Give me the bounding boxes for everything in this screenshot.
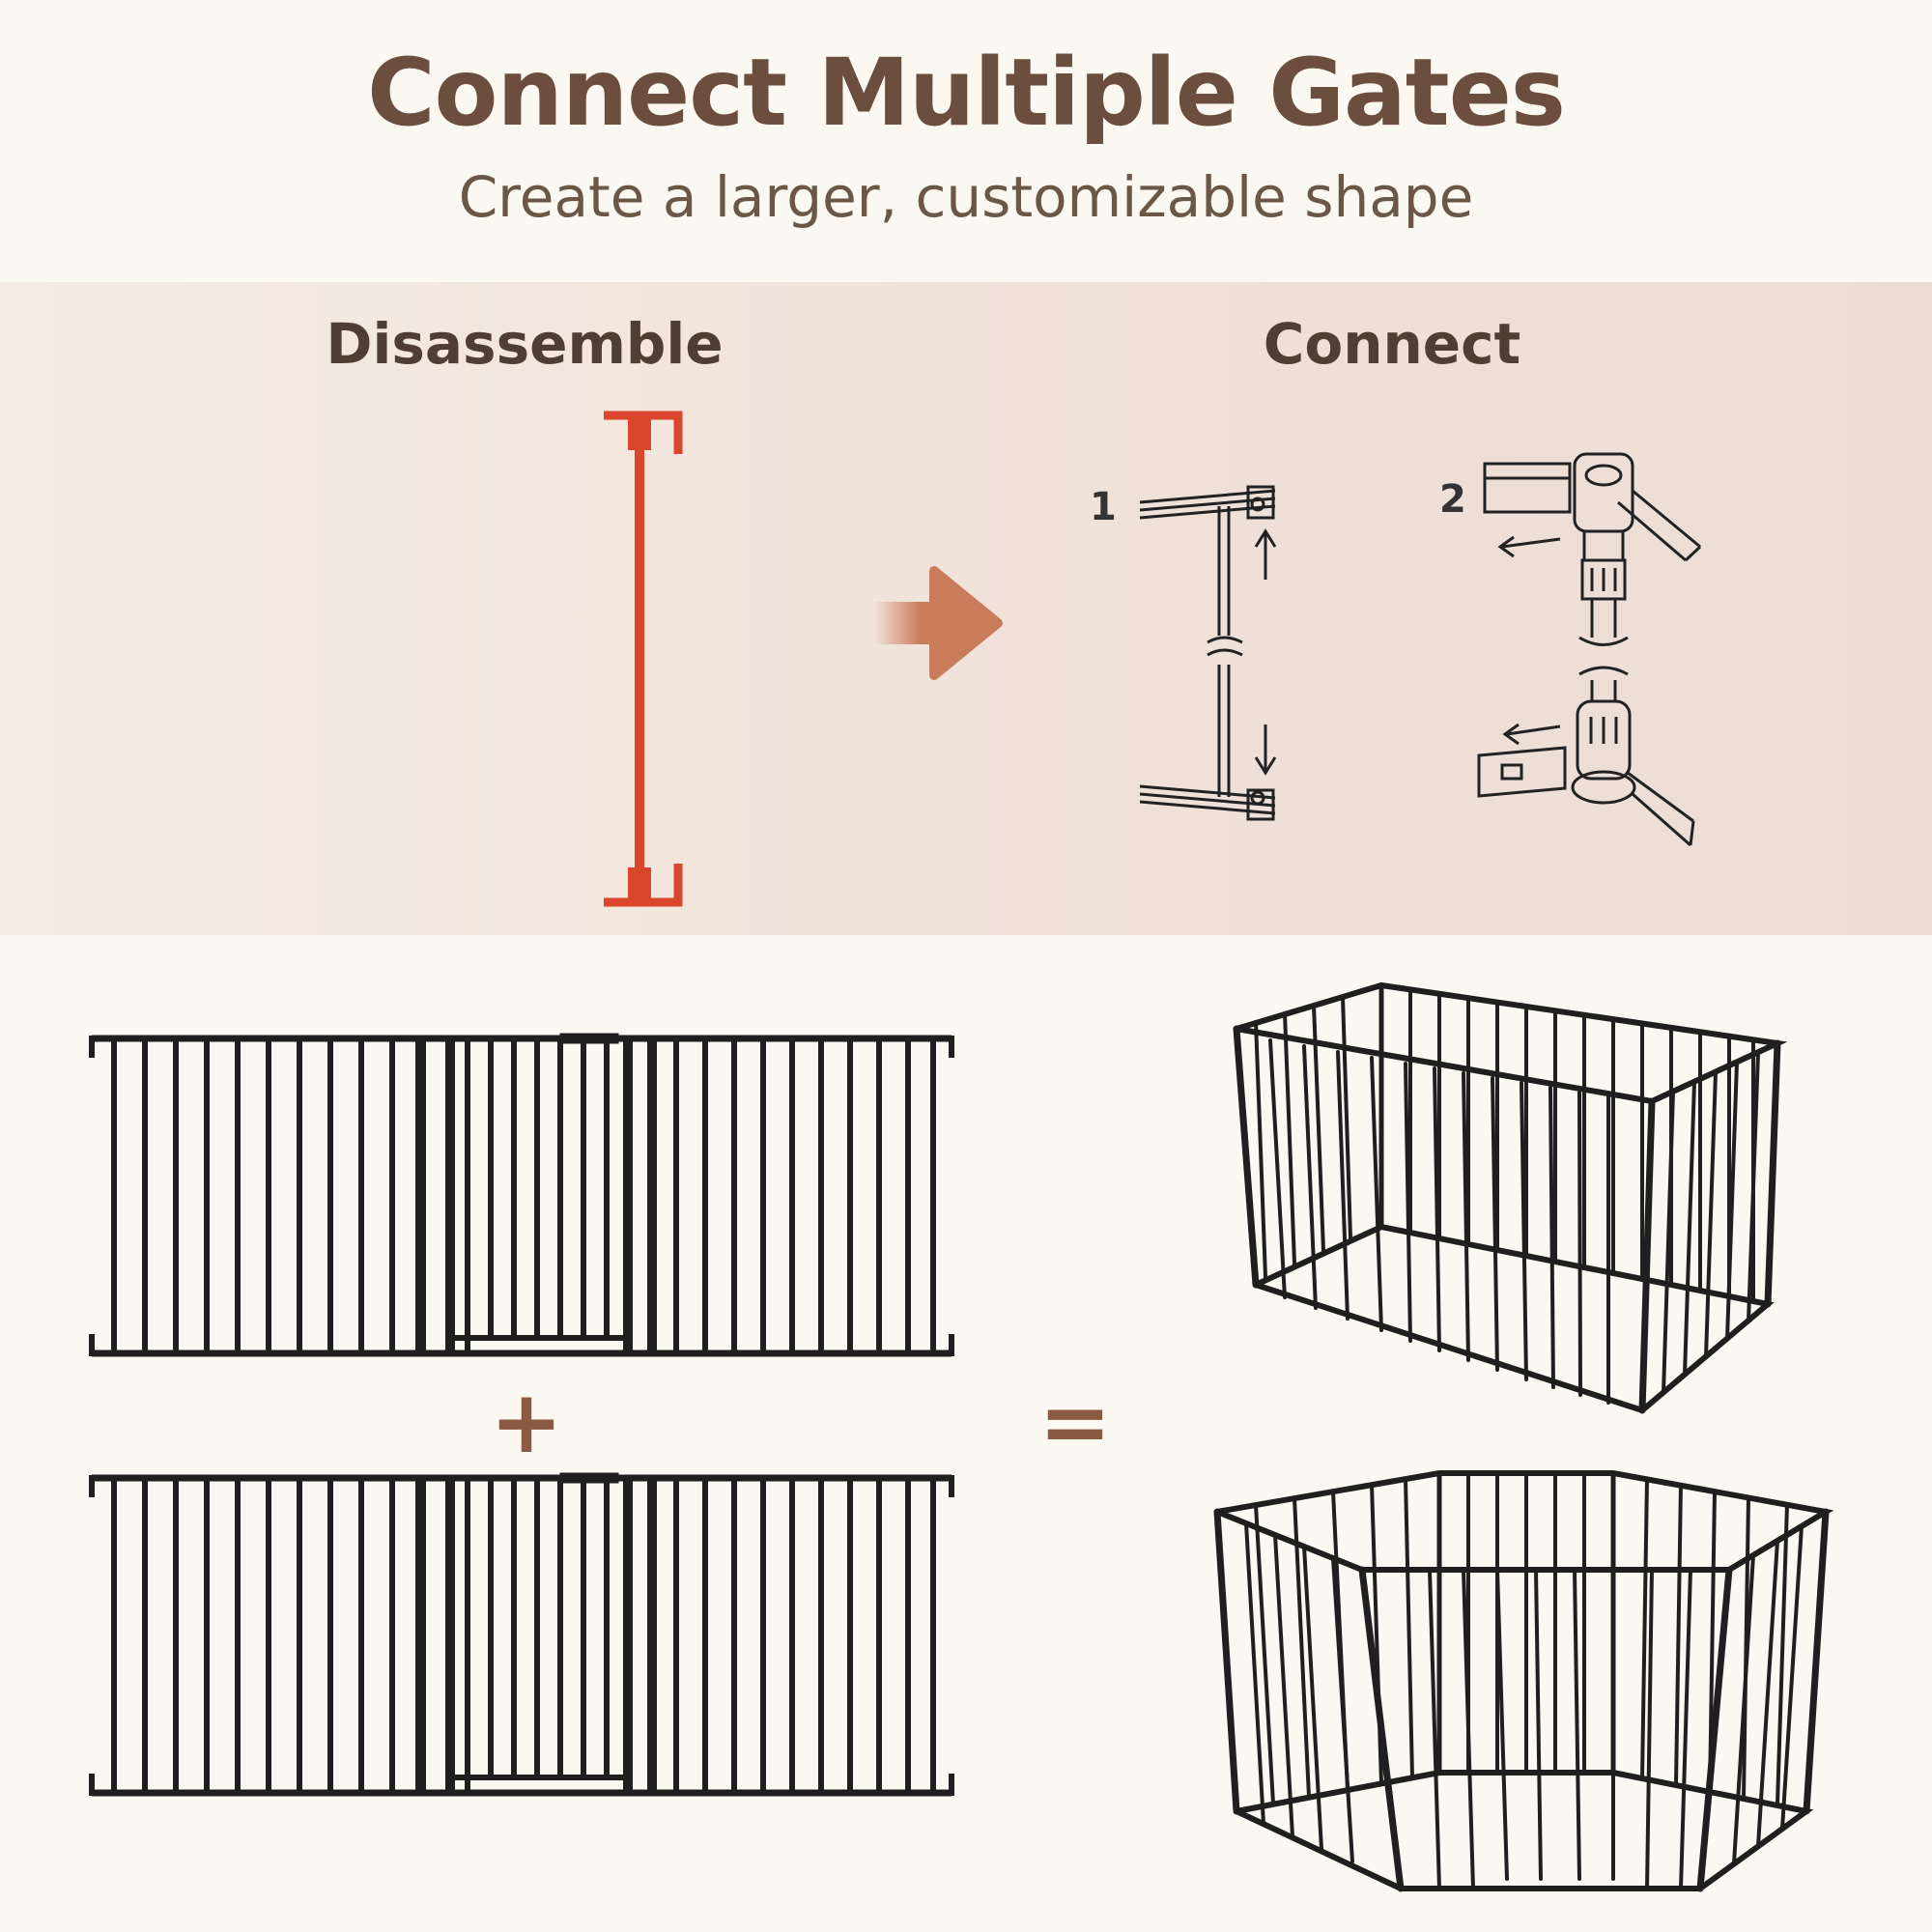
rectangular-playpen xyxy=(1233,981,1788,1414)
step-1-connection-diagram xyxy=(1139,485,1277,821)
step-2-number: 2 xyxy=(1439,477,1466,522)
arrow-right-icon xyxy=(874,566,1003,680)
gate-panel-top xyxy=(89,1033,954,1357)
page-title: Connect Multiple Gates xyxy=(367,39,1566,147)
disassemble-label: Disassemble xyxy=(326,311,724,377)
page-subtitle: Create a larger, customizable shape xyxy=(458,164,1474,230)
plus-sign: + xyxy=(490,1372,563,1473)
hexagonal-playpen xyxy=(1213,1470,1834,1892)
step-1-number: 1 xyxy=(1090,485,1117,529)
connect-label: Connect xyxy=(1263,311,1521,377)
step-2-connection-diagram xyxy=(1477,452,1702,847)
fading-gate-bars xyxy=(270,416,604,901)
equals-sign: = xyxy=(1038,1372,1112,1473)
disassemble-gate-illustration xyxy=(270,411,683,907)
extension-piece xyxy=(604,411,683,907)
gate-panel-bottom xyxy=(89,1472,954,1797)
